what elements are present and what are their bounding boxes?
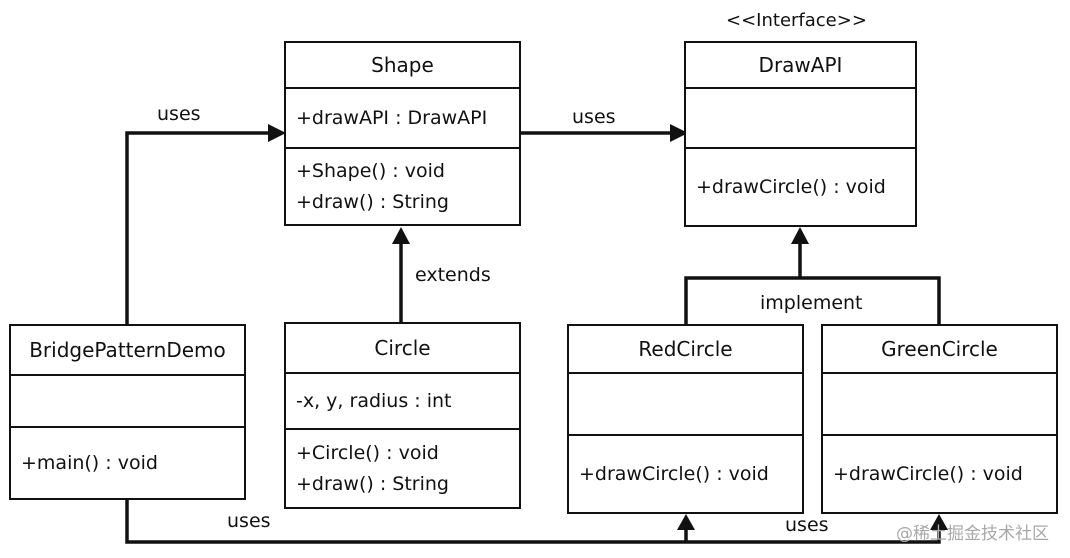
operation-row: +drawCircle() : void <box>833 462 1023 485</box>
operation-row: +drawCircle() : void <box>579 462 769 485</box>
class-circle-name: Circle <box>374 336 431 360</box>
class-circle-operations: +Circle() : void +draw() : String <box>286 428 519 507</box>
class-circle[interactable]: Circle -x, y, radius : int +Circle() : v… <box>284 322 521 509</box>
arrowhead-redcircle <box>677 514 695 530</box>
class-bridgepatterndemo[interactable]: BridgePatternDemo +main() : void <box>9 324 246 500</box>
attribute-row: -x, y, radius : int <box>296 389 452 412</box>
attribute-row: +drawAPI : DrawAPI <box>296 106 488 129</box>
label-demo-uses-red: uses <box>227 510 271 532</box>
class-shape-operations: +Shape() : void +draw() : String <box>286 147 519 224</box>
operation-row: +draw() : String <box>296 190 449 213</box>
operation-row: +Shape() : void <box>296 159 445 182</box>
operation-row: +Circle() : void <box>296 441 439 464</box>
class-greencircle-attributes <box>823 372 1056 434</box>
operation-row: +main() : void <box>21 451 158 474</box>
arrowhead-implement <box>791 227 809 244</box>
class-redcircle-attributes <box>569 372 802 434</box>
class-greencircle[interactable]: GreenCircle +drawCircle() : void <box>821 324 1058 514</box>
operation-row: +drawCircle() : void <box>696 175 886 198</box>
class-drawapi-operations: +drawCircle() : void <box>686 147 915 225</box>
arrowhead-greencircle <box>930 514 948 530</box>
class-redcircle-name: RedCircle <box>638 337 733 361</box>
arrowhead-shape <box>268 124 286 142</box>
label-implement: implement <box>760 292 863 314</box>
implement-connector <box>684 276 941 324</box>
operation-row: +draw() : String <box>296 472 449 495</box>
label-shape-uses-drawapi: uses <box>572 106 616 128</box>
class-shape-name: Shape <box>371 53 434 77</box>
label-extends: extends <box>415 264 491 286</box>
class-greencircle-operations: +drawCircle() : void <box>823 434 1056 512</box>
watermark-text: @稀土掘金技术社区 <box>896 524 1049 544</box>
class-redcircle[interactable]: RedCircle +drawCircle() : void <box>567 324 804 514</box>
class-drawapi[interactable]: DrawAPI +drawCircle() : void <box>684 41 917 227</box>
class-circle-attributes: -x, y, radius : int <box>286 372 519 428</box>
arrowhead-extends <box>392 227 410 244</box>
label-demo-uses-shape: uses <box>157 103 201 125</box>
interface-stereotype: <<Interface>> <box>726 10 867 31</box>
class-bridgepatterndemo-operations: +main() : void <box>11 426 244 498</box>
class-redcircle-operations: +drawCircle() : void <box>569 434 802 512</box>
class-drawapi-name: DrawAPI <box>758 53 843 77</box>
class-drawapi-attributes <box>686 87 915 147</box>
class-shape[interactable]: Shape +drawAPI : DrawAPI +Shape() : void… <box>284 41 521 226</box>
class-bridgepatterndemo-name: BridgePatternDemo <box>29 338 226 362</box>
arrowhead-drawapi <box>670 124 688 142</box>
label-demo-uses-green: uses <box>785 514 829 536</box>
class-greencircle-name: GreenCircle <box>881 337 998 361</box>
uses-connector-demo-shape <box>125 131 276 324</box>
class-bridgepatterndemo-attributes <box>11 374 244 426</box>
class-shape-attributes: +drawAPI : DrawAPI <box>286 87 519 147</box>
uses-connector-demo-bottom <box>125 499 941 544</box>
